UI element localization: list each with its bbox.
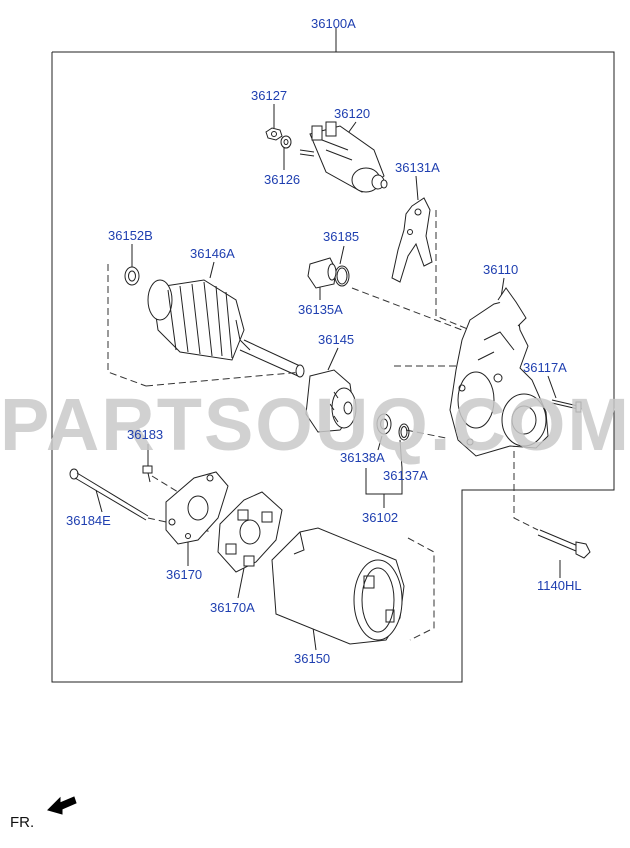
label-36127[interactable]: 36127 bbox=[251, 88, 288, 103]
front-arrow-icon bbox=[47, 796, 77, 815]
part-36170-rear-bracket bbox=[165, 471, 229, 545]
part-36170a-brush-holder bbox=[217, 491, 283, 573]
label-36138a[interactable]: 36138A bbox=[340, 450, 385, 465]
part-36117a-bolt bbox=[551, 399, 582, 413]
part-36137a-snapring bbox=[398, 423, 410, 441]
part-36184e-throughbolt bbox=[69, 468, 149, 521]
label-36131a[interactable]: 36131A bbox=[395, 160, 440, 175]
label-36120[interactable]: 36120 bbox=[334, 106, 371, 121]
label-36117a[interactable]: 36117A bbox=[523, 360, 567, 375]
part-36145-pinion bbox=[305, 369, 357, 433]
label-36185[interactable]: 36185 bbox=[323, 229, 360, 244]
label-36183[interactable]: 36183 bbox=[127, 427, 164, 442]
part-36152b-washer bbox=[124, 266, 140, 286]
part-36126-washer bbox=[280, 135, 292, 149]
part-36185-oring bbox=[334, 265, 350, 287]
part-36120-solenoid bbox=[299, 121, 388, 193]
label-1140hl[interactable]: 1140HL bbox=[537, 578, 582, 593]
part-36131a-lever bbox=[391, 197, 433, 283]
part-36138a-collar bbox=[376, 413, 392, 435]
label-36126[interactable]: 36126 bbox=[264, 172, 301, 187]
label-36110[interactable]: 36110 bbox=[483, 262, 519, 277]
label-36102[interactable]: 36102 bbox=[362, 510, 399, 525]
label-36170[interactable]: 36170 bbox=[166, 567, 203, 582]
label-36137a[interactable]: 36137A bbox=[383, 468, 428, 483]
front-indicator: FR. bbox=[10, 814, 35, 831]
label-36184e[interactable]: 36184E bbox=[66, 513, 111, 528]
label-36146a[interactable]: 36146A bbox=[190, 246, 235, 261]
part-36135a-plunger bbox=[307, 257, 337, 289]
label-assembly[interactable]: 36100A bbox=[311, 16, 356, 31]
alignment-lines bbox=[107, 210, 539, 641]
label-36150[interactable]: 36150 bbox=[294, 651, 331, 666]
label-36170a[interactable]: 36170A bbox=[210, 600, 255, 615]
part-1140hl-bolt bbox=[537, 529, 591, 559]
part-36183-screw bbox=[142, 465, 153, 483]
label-36135a[interactable]: 36135A bbox=[298, 302, 343, 317]
part-36127-nut bbox=[265, 127, 283, 141]
label-36145[interactable]: 36145 bbox=[318, 332, 355, 347]
part-36146a-armature bbox=[147, 279, 305, 378]
assembly-frame bbox=[51, 51, 615, 683]
watermark: PARTSOUQ.COM bbox=[0, 383, 630, 466]
part-36150-yoke bbox=[271, 527, 405, 645]
part-36110-housing bbox=[449, 287, 549, 457]
label-36152b[interactable]: 36152B bbox=[108, 228, 153, 243]
